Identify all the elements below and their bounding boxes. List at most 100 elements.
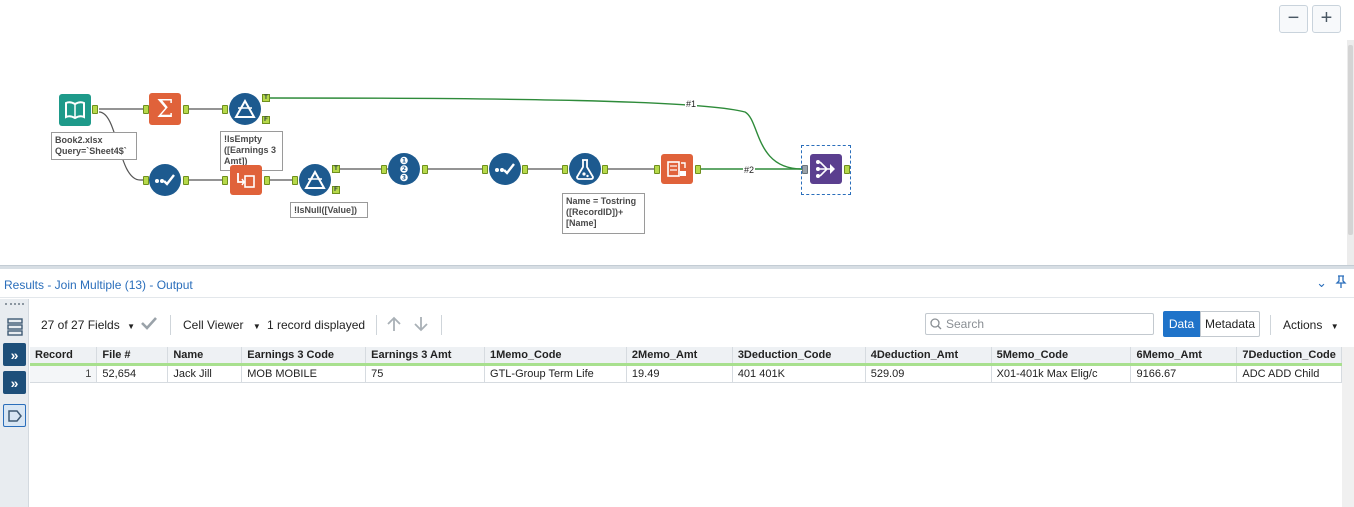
checkmark-icon [495,163,515,175]
summarize-tool[interactable]: Σ [149,93,181,125]
false-anchor[interactable]: F [332,186,340,194]
pane-splitter[interactable] [0,265,1354,269]
column-header-record[interactable]: Record [30,347,98,366]
connections-layer [98,97,803,181]
table-cell[interactable]: 75 [365,364,486,383]
cross-tab-tool[interactable] [661,154,693,184]
table-cell[interactable]: GTL-Group Term Life [484,364,627,383]
true-anchor[interactable]: T [262,94,270,102]
output-anchor[interactable] [92,105,98,114]
true-anchor[interactable]: T [332,165,340,173]
filter-tool-1[interactable] [229,93,261,125]
actions-label: Actions [1283,318,1323,332]
column-header-earnings-3-code[interactable]: Earnings 3 Code [241,347,367,366]
filter-triangle-icon [234,99,256,118]
arrow-down-icon[interactable] [412,315,430,336]
output-anchor[interactable] [844,165,850,174]
output-anchor[interactable] [695,165,701,174]
sigma-icon: Σ [156,95,174,123]
zoom-out-button[interactable]: − [1279,5,1308,33]
cell-viewer-label: Cell Viewer [183,318,244,332]
record-id-icon: 1 2 3 [400,156,408,182]
collapse-icon[interactable]: ⌄ [1316,275,1327,290]
flask-icon [576,159,594,180]
record-id-tool[interactable]: 1 2 3 [388,153,420,185]
input-annotation: Book2.xlsx Query=`Sheet4$` [51,132,137,160]
select-tool-2[interactable] [489,153,521,185]
cross-tab-icon [667,161,686,177]
transpose-tool[interactable] [230,165,262,195]
output-anchor[interactable] [264,176,270,185]
canvas-scrollbar[interactable] [1347,40,1354,265]
toolbar-divider [1270,315,1271,335]
table-cell[interactable]: Jack Jill [167,364,243,383]
arrow-up-icon[interactable] [385,315,403,336]
formula-tool[interactable] [569,153,601,185]
search-input[interactable] [946,316,1146,332]
output-anchor[interactable] [602,165,608,174]
column-header-3deduction-code[interactable]: 3Deduction_Code [732,347,866,366]
input-anchor[interactable] [292,176,298,185]
metadata-tab-button[interactable]: Metadata [1200,311,1260,337]
results-header: Results - Join Multiple (13) - Output ⌄ [0,270,1354,298]
input-anchor[interactable] [482,165,488,174]
results-toolbar: 27 of 27 Fields ▼ Cell Viewer ▼ 1 record… [30,305,1350,345]
column-header-1memo-code[interactable]: 1Memo_Code [484,347,627,366]
column-header-6memo-amt[interactable]: 6Memo_Amt [1130,347,1238,366]
results-grid[interactable]: Record File # Name Earnings 3 Code Earni… [30,347,1342,507]
filter-tool-2[interactable] [299,164,331,196]
anchor-output-icon-2[interactable]: » [3,371,26,394]
fields-label: 27 of 27 Fields [41,318,120,332]
output-anchor[interactable] [522,165,528,174]
zoom-in-button[interactable]: + [1312,5,1341,33]
table-cell[interactable]: 52,654 [96,364,169,383]
input-anchor[interactable] [562,165,568,174]
table-cell[interactable]: X01-401k Max Elig/c [991,364,1132,383]
input-anchor[interactable] [143,176,149,185]
pin-icon[interactable] [1335,275,1347,292]
checkmark-icon [155,174,175,186]
table-cell[interactable]: ADC ADD Child [1236,364,1342,383]
search-field[interactable] [925,313,1154,335]
output-anchor[interactable] [422,165,428,174]
filter-triangle-icon [304,170,326,189]
actions-dropdown[interactable]: Actions ▼ [1283,318,1339,332]
input-anchor[interactable] [654,165,660,174]
table-cell[interactable]: MOB MOBILE [241,364,367,383]
cell-viewer-dropdown[interactable]: Cell Viewer ▼ [183,318,261,332]
input-anchor[interactable] [143,105,149,114]
grid-scrollbar[interactable] [1342,347,1354,507]
column-header-7deduction-code[interactable]: 7Deduction_Code [1236,347,1342,366]
drag-handle[interactable] [5,303,24,307]
input-anchor[interactable] [381,165,387,174]
record-number-cell[interactable]: 1 [30,364,98,383]
input-anchor[interactable] [222,176,228,185]
apply-check-icon[interactable] [140,315,158,334]
table-cell[interactable]: 9166.67 [1130,364,1238,383]
table-cell[interactable]: 529.09 [865,364,992,383]
svg-text:1: 1 [402,158,406,165]
output-anchor[interactable] [183,105,189,114]
column-header-4deduction-amt[interactable]: 4Deduction_Amt [865,347,992,366]
table-cell[interactable]: 401 401K [732,364,866,383]
column-header-earnings-3-amt[interactable]: Earnings 3 Amt [365,347,486,366]
column-header-name[interactable]: Name [167,347,243,366]
list-view-icon[interactable] [3,315,26,338]
table-cell[interactable]: 19.49 [626,364,733,383]
input-anchor[interactable] [802,165,808,174]
column-header-file[interactable]: File # [96,347,169,366]
join-multiple-tool[interactable] [810,154,842,184]
false-anchor[interactable]: F [262,116,270,124]
table-row[interactable]: 1 52,654 Jack Jill MOB MOBILE 75 GTL-Gro… [30,364,1342,383]
data-tab-button[interactable]: Data [1163,311,1200,337]
workflow-canvas[interactable]: − + #1 #2 [0,0,1354,265]
select-tool[interactable] [149,164,181,196]
column-header-5memo-code[interactable]: 5Memo_Code [991,347,1132,366]
fields-dropdown[interactable]: 27 of 27 Fields ▼ [41,318,135,332]
input-data-tool[interactable] [59,94,91,126]
input-anchor[interactable] [222,105,228,114]
tag-icon[interactable] [3,404,26,427]
column-header-2memo-amt[interactable]: 2Memo_Amt [626,347,733,366]
output-anchor[interactable] [183,176,189,185]
anchor-output-icon[interactable]: » [3,343,26,366]
